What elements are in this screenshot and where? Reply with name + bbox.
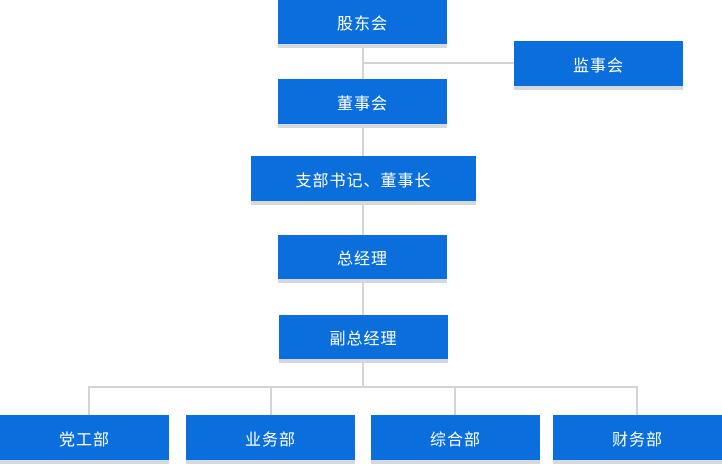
node-board-label: 董事会	[336, 93, 388, 113]
node-shareholders-label: 股东会	[336, 14, 388, 33]
node-dept-party-label: 党工部	[58, 429, 110, 449]
node-secretary-chairman: 支部书记、董事长	[251, 156, 476, 205]
node-general-manager-label: 总经理	[336, 249, 388, 268]
node-dept-general: 综合部	[371, 415, 540, 464]
node-dept-party: 党工部	[0, 415, 169, 464]
node-supervisors: 监事会	[514, 41, 683, 90]
node-supervisors-label: 监事会	[572, 55, 624, 75]
node-deputy-gm: 副总经理	[279, 315, 448, 363]
node-general-manager: 总经理	[278, 235, 447, 283]
node-dept-business: 业务部	[186, 415, 355, 464]
node-dept-business-label: 业务部	[244, 429, 296, 449]
node-dept-finance-label: 财务部	[611, 429, 663, 449]
node-dept-finance: 财务部	[553, 415, 722, 464]
node-secretary-chairman-label: 支部书记、董事长	[295, 170, 432, 190]
node-shareholders: 股东会	[278, 0, 447, 48]
node-dept-general-label: 综合部	[429, 429, 481, 449]
node-board: 董事会	[278, 79, 447, 128]
node-deputy-gm-label: 副总经理	[329, 329, 398, 348]
